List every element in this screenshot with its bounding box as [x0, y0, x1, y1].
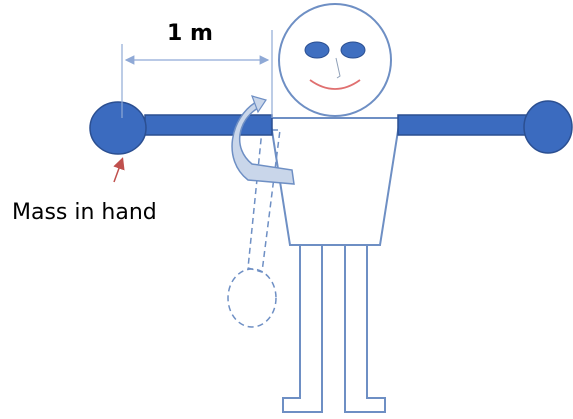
left-hand-mass [90, 102, 146, 154]
right-leg [345, 245, 385, 412]
mass-label: Mass in hand [12, 200, 157, 225]
right-arm [398, 115, 532, 135]
dimension-label: 1 m [167, 21, 213, 46]
head-outline [279, 4, 391, 116]
left-leg [283, 245, 322, 412]
left-arm [145, 115, 272, 135]
right-hand [524, 101, 572, 153]
head [279, 4, 391, 116]
left-eye [305, 42, 329, 58]
legs [283, 245, 385, 412]
lowered-hand-dashed [228, 269, 276, 327]
mass-pointer-arrow [114, 160, 122, 182]
right-eye [341, 42, 365, 58]
